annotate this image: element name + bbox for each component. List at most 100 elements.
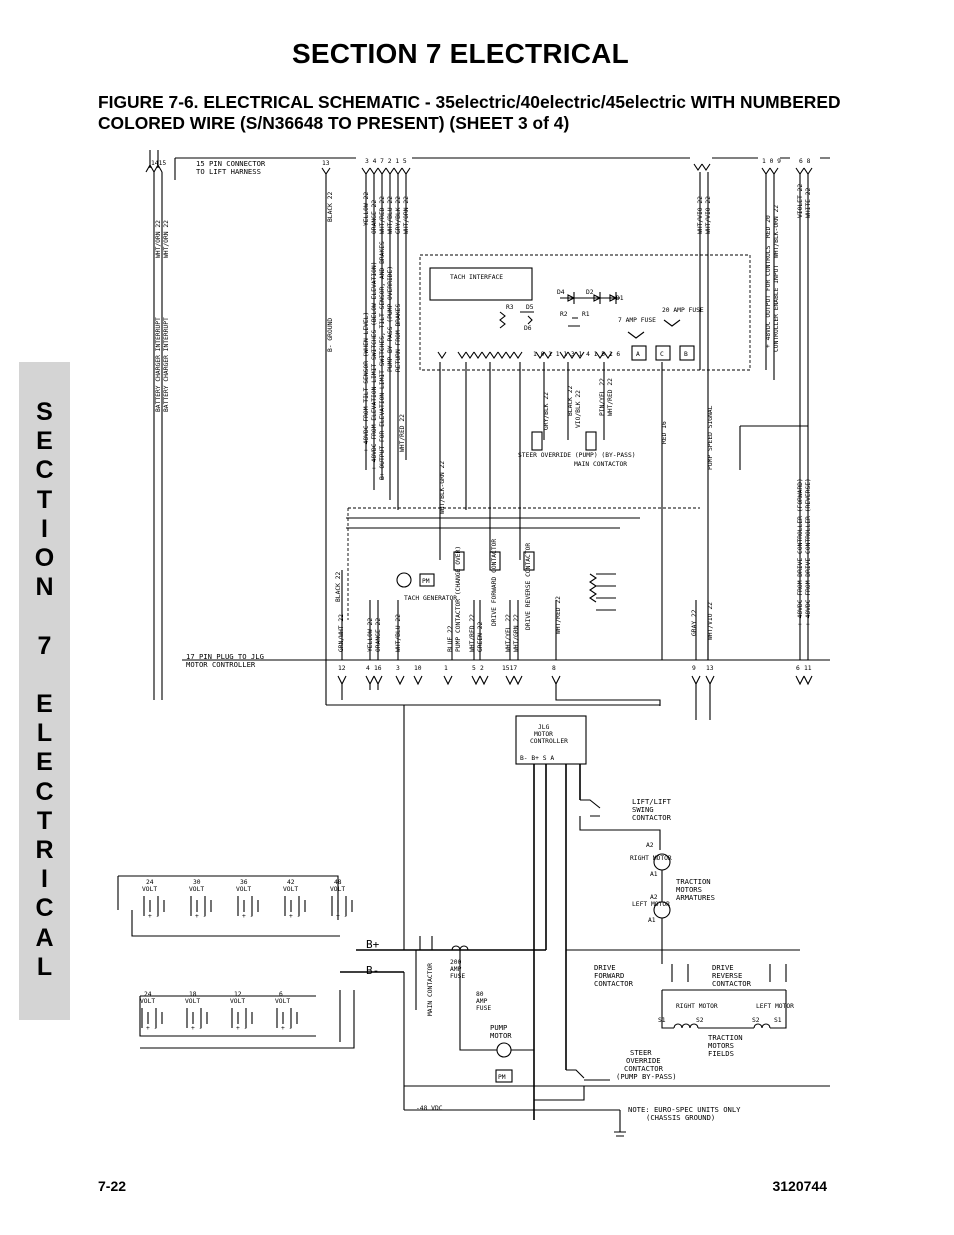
battery-cell [284,896,306,916]
battery-volt-unit: VOLT [185,998,200,1005]
plug-pin-label: 9 [692,665,696,672]
lift-contactor-1: LIFT/LIFT [632,797,672,806]
wire-wht-grn-bottom: WHT/GRN 22 [513,614,520,652]
side-tab-letter: I [41,514,48,543]
plug-pin-label: 1 [444,665,448,672]
battery-cell [186,1008,208,1028]
steer-ov-3: CONTACTOR [624,1064,664,1073]
board-pin-groups: 1 0 1 1 1 3 1 4 1 5 1 6 [533,351,620,358]
top-connector: 15 PIN CONNECTOR TO LIFT HARNESS 1415 13… [145,150,830,180]
drive-rev-3: CONTACTOR [712,979,752,988]
wire-gray-bottom: GRAY 22 [691,609,698,636]
d4-label: D4 [557,289,565,296]
side-tab-letter: C [35,894,54,923]
side-tab-letter: E [36,427,53,456]
d2-label: D2 [586,289,594,296]
drive-forward-contactor-label: DRIVE FORWARD CONTACTOR [491,539,498,626]
right-motor-field-label: RIGHT MOTOR [676,1003,718,1010]
wire-wht-blu-top: WHT/BLU 22 [387,196,394,234]
battery-polarity: + - [191,1025,202,1032]
wire-violet: VIOLET 22 [797,184,804,218]
plug-pin-label: 13 [706,665,714,672]
jlg-motor-controller-box [515,715,587,765]
drive-rev-2: REVERSE [712,971,742,980]
battery-volt-unit: VOLT [140,998,155,1005]
drive-fwd-2: FORWARD [594,971,624,980]
drive-forward-coil [489,551,501,571]
battery-volt-unit: VOLT [230,998,245,1005]
note-line-2: (CHASSIS GROUND) [646,1113,715,1122]
battery-voltage-label: 36 [240,879,248,886]
battery-polarity: + - [289,913,300,920]
s1b-label: S1 [774,1017,782,1024]
battery-voltage-label: 30 [193,879,201,886]
fuse-80-3: FUSE [476,1005,491,1012]
side-tab-letter: R [35,836,54,865]
battery-cell [231,1008,253,1028]
right-motor-label: RIGHT MOTOR [630,855,672,862]
wire-blue-bottom: BLUE 22 [447,625,454,652]
drive-reverse-coil [523,551,535,571]
a2b-label: A2 [650,894,658,901]
a1-label: A1 [650,871,658,878]
wire-wht-blk-grn-mid: WHT/BLK-GRN 22 [439,461,446,514]
wire-wht-red-mid: WHT/RED 22 [399,414,406,452]
battery-polarity: + - [148,913,159,920]
fields-3: FIELDS [708,1049,734,1058]
b-plus-output-label: B+ OUTPUT FOR ELEVATION LIMIT SWITCHES, … [379,241,386,480]
document-number: 3120744 [772,1178,827,1194]
fuse-200-1: 200 [450,959,462,966]
b-plus-label: B+ [366,938,380,951]
wire-pin-yel-mid: PIN/YEL 22 [599,378,606,416]
fields-2: MOTORS [708,1041,734,1050]
wire-gry-blk-mid: GRY/BLK 22 [543,392,550,430]
terminal-c-label: C [660,351,664,358]
lift-contactor-2: SWING [632,805,654,814]
drive-fwd-3: CONTACTOR [594,979,634,988]
left-motor-label: LEFT MOTOR [632,901,670,908]
pump-contactor-label: PUMP CONTACTOR (CHANGE OVER) [455,546,462,652]
terminal-a-label: A [636,351,640,358]
plug-label-2: MOTOR CONTROLLER [186,660,256,669]
battery-volt-unit: VOLT [236,886,251,893]
battery-cell [331,896,353,916]
bottom-wire-labels: GRN/WHT 22 YELLOW 22 ORANGE 22 WHT/BLU 2… [338,539,714,660]
battery-voltage-label: 24 [144,991,152,998]
terminal-b [679,345,695,361]
fields-1: TRACTION [708,1033,743,1042]
side-tab-letter: E [36,748,53,777]
plug-pin-label: 4 [366,665,370,672]
armatures-2: MOTORS [676,885,702,894]
battery-volt-unit: VOLT [142,886,157,893]
battery-polarity: + - [146,1025,157,1032]
wire-white: WHITE 22 [805,187,812,218]
battery-voltage-label: 6 [279,991,283,998]
wire-yellow-top: YELLOW 22 [363,192,370,226]
a1b-label: A1 [648,917,656,924]
wire-wht-yel-bottom: WHT/YEL 22 [505,614,512,652]
plug-pin-label: 3 [396,665,400,672]
plug-label-1: 17 PIN PLUG TO JLG [186,652,264,661]
ground-wire: BLACK 22 B- GROUND BLACK 22 [325,174,342,705]
steer-override-label: STEER OVERRIDE (PUMP) (BY-PASS) [518,452,636,459]
pump-speed-label: PUMP SPEED SIGNAL [707,405,714,470]
d6-label: D6 [524,325,532,332]
connector-label-2: TO LIFT HARNESS [196,167,261,176]
fuse-20amp-label: 20 AMP FUSE [662,307,704,314]
control-board: TACH INTERFACE D4 D2 D1 R3 D5 D6 R1 R2 7… [419,254,751,371]
wire-wht-vio-a: WHT/VIO 22 [697,196,704,234]
controller-terminals: B- B+ S A [520,755,554,762]
wire-wht-red-top: WHT/RED 22 [379,196,386,234]
pump-pm-box [495,1069,513,1083]
battery-polarity: + - [281,1025,292,1032]
left-motor-field-label: LEFT MOTOR [756,1003,794,1010]
fuse-7amp-label: 7 AMP FUSE [618,317,656,324]
battery-volt-unit: VOLT [330,886,345,893]
